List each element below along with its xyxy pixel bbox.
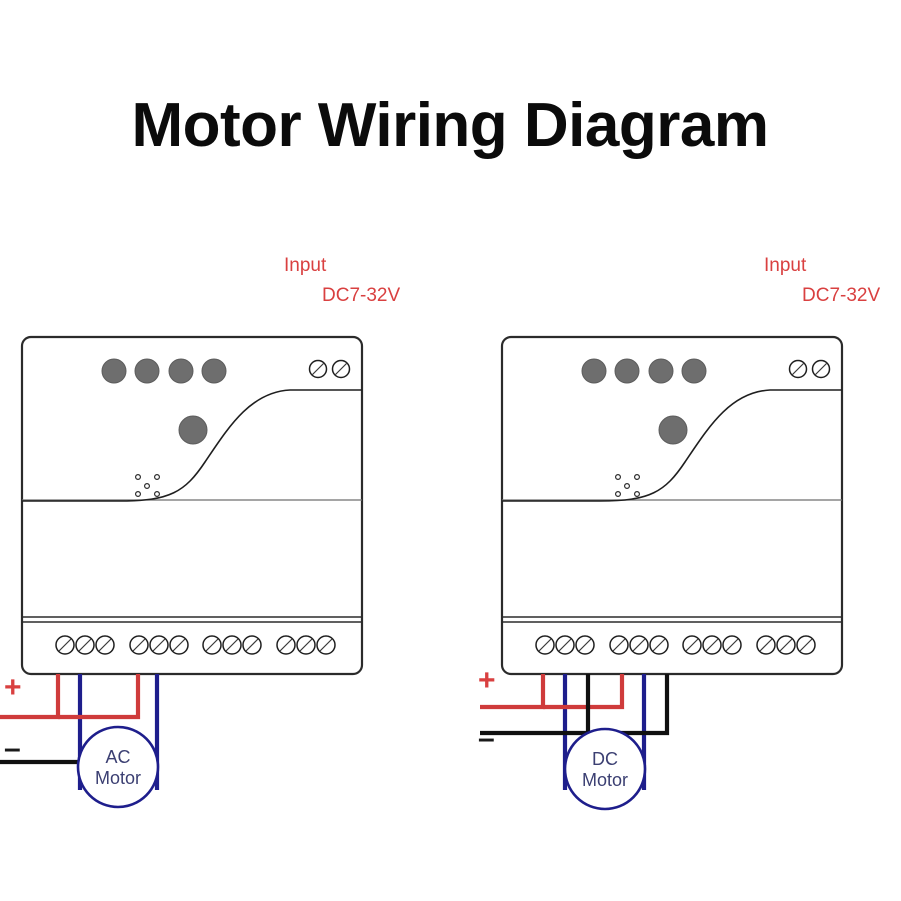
left-terminal-group-1[interactable] (55, 635, 115, 655)
left-center-knob[interactable] (178, 415, 208, 445)
left-micro-dot-3 (144, 483, 151, 490)
right-terminal-3[interactable] (575, 635, 595, 655)
page-title: Motor Wiring Diagram (131, 91, 768, 160)
left-terminal-11[interactable] (296, 635, 316, 655)
right-micro-dot-4 (614, 491, 621, 498)
left-terminal-5[interactable] (149, 635, 169, 655)
right-knob-4[interactable] (681, 358, 707, 384)
left-faceplate-scurve (22, 389, 362, 502)
right-device-case (500, 335, 844, 676)
left-terminal-group-3[interactable] (202, 635, 262, 655)
right-terminal-11[interactable] (776, 635, 796, 655)
left-motor-label-line1: AC (105, 747, 130, 767)
right-terminal-9[interactable] (722, 635, 742, 655)
left-top-screw-1[interactable] (308, 359, 328, 379)
right-knob-3[interactable] (648, 358, 674, 384)
right-terminal-12[interactable] (796, 635, 816, 655)
right-wire-black-1 (480, 674, 591, 736)
left-terminal-block[interactable] (55, 635, 336, 655)
left-terminal-3[interactable] (95, 635, 115, 655)
left-device-case (20, 335, 364, 676)
right-terminal-block[interactable] (535, 635, 816, 655)
right-knob-1[interactable] (581, 358, 607, 384)
right-terminal-10[interactable] (756, 635, 776, 655)
right-motor-symbol (563, 727, 647, 811)
left-terminal-group-4[interactable] (276, 635, 336, 655)
right-micro-dot-2 (633, 474, 640, 481)
left-input-label-line1: Input (284, 255, 327, 276)
left-terminal-group-2[interactable] (129, 635, 189, 655)
left-wire-red-2 (58, 674, 141, 720)
left-polarity-plus: + (4, 671, 22, 704)
left-terminal-6[interactable] (169, 635, 189, 655)
left-panel: Input DC7-32V (0, 255, 400, 809)
left-terminal-4[interactable] (129, 635, 149, 655)
right-terminal-group-1[interactable] (535, 635, 595, 655)
left-terminal-10[interactable] (276, 635, 296, 655)
right-input-label-line2: DC7-32V (802, 285, 880, 306)
left-top-screw-2[interactable] (331, 359, 351, 379)
right-micro-dot-3 (623, 483, 630, 490)
left-polarity-minus: – (4, 732, 21, 765)
right-top-screw-2[interactable] (811, 359, 831, 379)
right-terminal-1[interactable] (535, 635, 555, 655)
left-terminal-12[interactable] (316, 635, 336, 655)
right-faceplate-scurve (502, 389, 842, 502)
right-knob-2[interactable] (614, 358, 640, 384)
right-wire-black-2 (588, 674, 670, 736)
left-terminal-1[interactable] (55, 635, 75, 655)
left-knob-2[interactable] (134, 358, 160, 384)
left-micro-dot-5 (154, 491, 161, 498)
right-top-screw-1[interactable] (788, 359, 808, 379)
right-polarity-plus: + (478, 664, 496, 697)
left-knob-4[interactable] (201, 358, 227, 384)
right-panel: Input DC7-32V (478, 255, 880, 811)
left-terminal-2[interactable] (75, 635, 95, 655)
right-wire-red-2 (543, 674, 625, 710)
left-micro-dot-2 (154, 474, 161, 481)
left-knob-3[interactable] (168, 358, 194, 384)
right-terminal-group-3[interactable] (682, 635, 742, 655)
left-motor-symbol (76, 725, 160, 809)
right-terminal-4[interactable] (609, 635, 629, 655)
left-terminal-7[interactable] (202, 635, 222, 655)
left-terminal-9[interactable] (242, 635, 262, 655)
right-terminal-7[interactable] (682, 635, 702, 655)
right-terminal-group-2[interactable] (609, 635, 669, 655)
left-terminal-8[interactable] (222, 635, 242, 655)
right-motor-label-line1: DC (592, 749, 618, 769)
left-motor-label-line2: Motor (95, 768, 141, 788)
right-micro-dot-1 (614, 474, 621, 481)
right-terminal-2[interactable] (555, 635, 575, 655)
left-knob-1[interactable] (101, 358, 127, 384)
right-terminal-5[interactable] (629, 635, 649, 655)
right-terminal-group-4[interactable] (756, 635, 816, 655)
right-center-knob[interactable] (658, 415, 688, 445)
left-micro-dot-4 (135, 491, 142, 498)
left-input-label-line2: DC7-32V (322, 285, 400, 306)
right-motor-label-line2: Motor (582, 770, 628, 790)
right-terminal-6[interactable] (649, 635, 669, 655)
right-terminal-8[interactable] (702, 635, 722, 655)
right-polarity-minus: – (478, 722, 495, 755)
right-micro-dot-5 (633, 491, 640, 498)
right-input-label-line1: Input (764, 255, 807, 276)
left-micro-dot-1 (135, 474, 142, 481)
